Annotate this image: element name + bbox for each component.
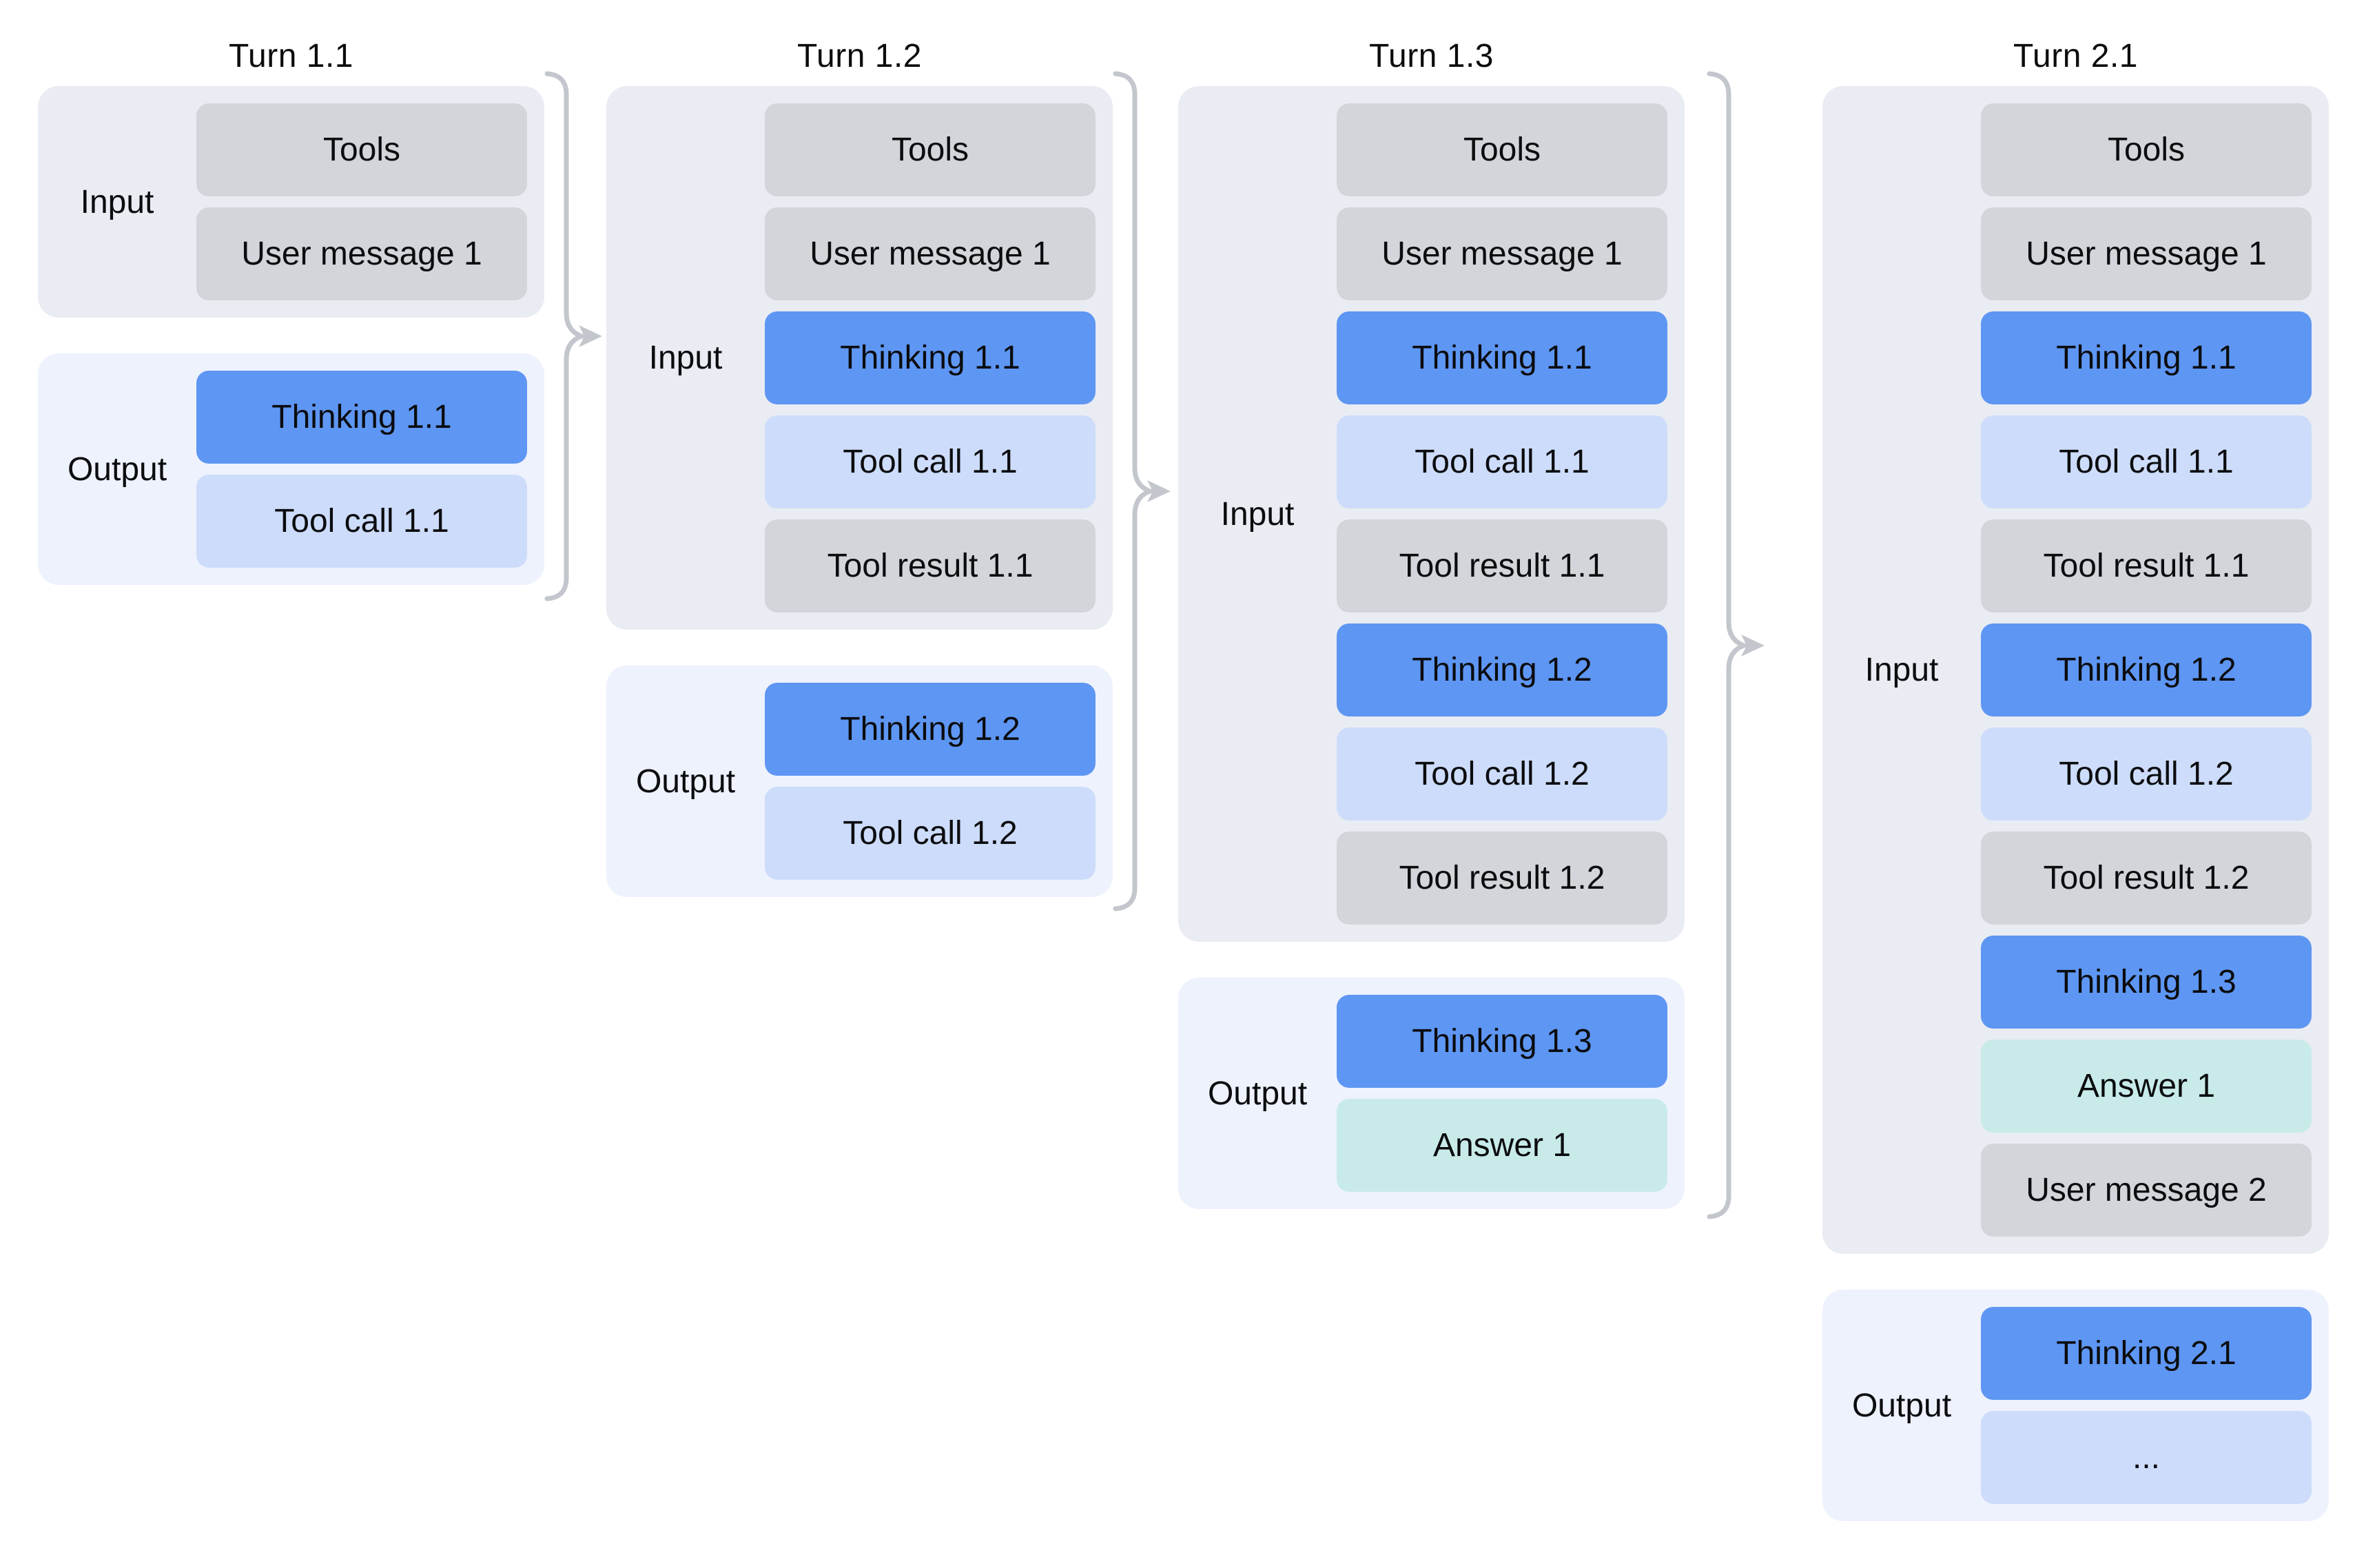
- turn-column-1-3: Turn 1.3 Input Tools User message 1 Thin…: [1178, 0, 1685, 1209]
- turn-title: Turn 1.2: [797, 38, 922, 74]
- turn-connector-arrow-1: [544, 71, 602, 601]
- output-blocks: Thinking 2.1 ...: [1981, 1307, 2312, 1504]
- block-tool-result-1-2: Tool result 1.2: [1337, 832, 1667, 925]
- block-user-message-1: User message 1: [765, 207, 1096, 300]
- output-blocks: Thinking 1.3 Answer 1: [1337, 995, 1667, 1192]
- turn-title: Turn 1.3: [1369, 38, 1494, 74]
- block-thinking-1-3: Thinking 1.3: [1981, 936, 2312, 1029]
- block-thinking-1-2: Thinking 1.2: [1337, 623, 1667, 716]
- turn-title: Turn 2.1: [2013, 38, 2138, 74]
- block-tool-call-1-1: Tool call 1.1: [1337, 415, 1667, 508]
- block-tools: Tools: [765, 103, 1096, 196]
- block-ellipsis: ...: [1981, 1411, 2312, 1504]
- output-label: Output: [635, 763, 736, 800]
- block-tool-result-1-1: Tool result 1.1: [765, 519, 1096, 612]
- block-tool-result-1-2: Tool result 1.2: [1981, 832, 2312, 925]
- turn-column-1-1: Turn 1.1 Input Tools User message 1 Outp…: [38, 0, 544, 585]
- output-panel: Output Thinking 1.3 Answer 1: [1178, 978, 1685, 1209]
- output-blocks: Thinking 1.1 Tool call 1.1: [196, 371, 527, 568]
- block-tool-call-1-1: Tool call 1.1: [196, 475, 527, 568]
- block-tool-call-1-2: Tool call 1.2: [1337, 728, 1667, 821]
- input-label: Input: [1864, 652, 1939, 688]
- input-panel: Input Tools User message 1: [38, 86, 544, 318]
- turn-connector-arrow-2: [1113, 71, 1171, 911]
- block-thinking-2-1: Thinking 2.1: [1981, 1307, 2312, 1400]
- block-thinking-1-1: Thinking 1.1: [1981, 311, 2312, 404]
- output-label: Output: [1207, 1075, 1308, 1112]
- block-tool-result-1-1: Tool result 1.1: [1981, 519, 2312, 612]
- turn-connector-arrow-3: [1707, 71, 1765, 1219]
- input-panel: Input Tools User message 1 Thinking 1.1 …: [1822, 86, 2329, 1254]
- turn-title: Turn 1.1: [229, 38, 353, 74]
- block-tools: Tools: [196, 103, 527, 196]
- input-blocks: Tools User message 1 Thinking 1.1 Tool c…: [765, 103, 1096, 612]
- block-tool-call-1-2: Tool call 1.2: [1981, 728, 2312, 821]
- input-panel: Input Tools User message 1 Thinking 1.1 …: [1178, 86, 1685, 942]
- block-answer-1: Answer 1: [1337, 1099, 1667, 1192]
- block-user-message-2: User message 2: [1981, 1144, 2312, 1237]
- input-blocks: Tools User message 1: [196, 103, 527, 300]
- block-thinking-1-2: Thinking 1.2: [1981, 623, 2312, 716]
- input-label: Input: [648, 340, 723, 376]
- block-thinking-1-2: Thinking 1.2: [765, 683, 1096, 776]
- block-tool-call-1-1: Tool call 1.1: [765, 415, 1096, 508]
- block-tool-result-1-1: Tool result 1.1: [1337, 519, 1667, 612]
- block-user-message-1: User message 1: [1981, 207, 2312, 300]
- input-blocks: Tools User message 1 Thinking 1.1 Tool c…: [1337, 103, 1667, 925]
- input-label: Input: [1220, 495, 1295, 533]
- block-tool-call-1-1: Tool call 1.1: [1981, 415, 2312, 508]
- output-label: Output: [67, 451, 167, 488]
- block-answer-1: Answer 1: [1981, 1040, 2312, 1133]
- input-panel: Input Tools User message 1 Thinking 1.1 …: [606, 86, 1113, 630]
- output-panel: Output Thinking 2.1 ...: [1822, 1290, 2329, 1521]
- block-user-message-1: User message 1: [1337, 207, 1667, 300]
- input-blocks: Tools User message 1 Thinking 1.1 Tool c…: [1981, 103, 2312, 1237]
- output-blocks: Thinking 1.2 Tool call 1.2: [765, 683, 1096, 880]
- output-label: Output: [1851, 1387, 1952, 1424]
- block-user-message-1: User message 1: [196, 207, 527, 300]
- block-thinking-1-1: Thinking 1.1: [765, 311, 1096, 404]
- block-tools: Tools: [1337, 103, 1667, 196]
- block-thinking-1-3: Thinking 1.3: [1337, 995, 1667, 1088]
- block-tool-call-1-2: Tool call 1.2: [765, 787, 1096, 880]
- block-tools: Tools: [1981, 103, 2312, 196]
- block-thinking-1-1: Thinking 1.1: [196, 371, 527, 464]
- output-panel: Output Thinking 1.2 Tool call 1.2: [606, 666, 1113, 897]
- input-label: Input: [80, 183, 154, 220]
- output-panel: Output Thinking 1.1 Tool call 1.1: [38, 353, 544, 585]
- block-thinking-1-1: Thinking 1.1: [1337, 311, 1667, 404]
- turn-column-1-2: Turn 1.2 Input Tools User message 1 Thin…: [606, 0, 1113, 897]
- turn-column-2-1: Turn 2.1 Input Tools User message 1 Thin…: [1822, 0, 2329, 1521]
